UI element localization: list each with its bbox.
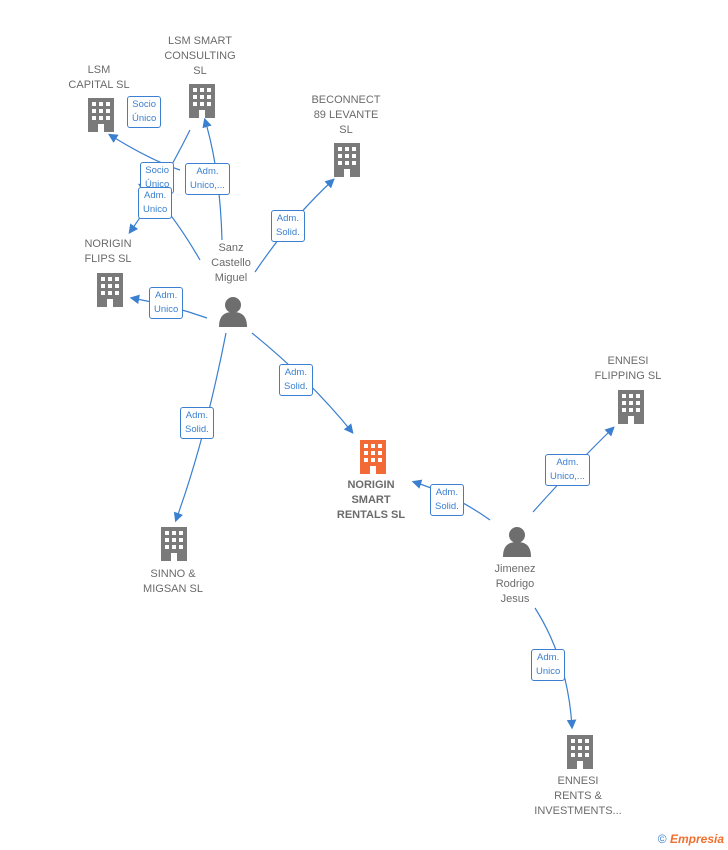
copyright-icon: ©	[657, 832, 667, 846]
node-label-lsm-smart[interactable]: LSM SMART CONSULTING SL	[164, 35, 236, 77]
building-icon[interactable]	[618, 390, 644, 424]
building-icon[interactable]	[567, 735, 593, 769]
node-label-norigin-flips[interactable]: NORIGIN FLIPS SL	[84, 238, 132, 265]
building-icon[interactable]	[97, 273, 123, 307]
node-label-jimenez[interactable]: Jimenez Rodrigo Jesus	[494, 563, 536, 605]
person-icon[interactable]	[503, 527, 531, 557]
node-label-lsm-capital[interactable]: LSM CAPITAL SL	[68, 64, 130, 91]
node-label-norigin-smart[interactable]: NORIGIN SMART RENTALS SL	[336, 479, 406, 521]
edge-label-e5[interactable]: Adm. Solid.	[271, 210, 305, 242]
node-label-ennesi-rents[interactable]: ENNESI RENTS & INVESTMENTS...	[534, 775, 622, 817]
building-icon-main[interactable]	[360, 440, 386, 474]
edge-label-e6[interactable]: Adm. Unico	[149, 287, 184, 319]
edge-label-e10[interactable]: Adm. Unico,...	[545, 454, 590, 486]
brand-logo-text: Empresia	[669, 832, 724, 846]
edge-label-e11[interactable]: Adm. Unico	[531, 649, 566, 681]
footer-brand[interactable]: © Empresia	[658, 832, 724, 846]
node-label-ennesi-flipping[interactable]: ENNESI FLIPPING SL	[594, 355, 662, 382]
edge-label-e9[interactable]: Adm. Solid.	[430, 484, 464, 516]
building-icon[interactable]	[88, 98, 114, 132]
building-icon[interactable]	[334, 143, 360, 177]
edge-label-e7[interactable]: Adm. Solid.	[180, 407, 214, 439]
building-icon[interactable]	[189, 84, 215, 118]
person-icon[interactable]	[219, 297, 247, 327]
edge-label-e3[interactable]: Adm. Unico	[138, 187, 173, 219]
node-label-beconnect[interactable]: BECONNECT 89 LEVANTE SL	[311, 94, 381, 136]
edge-line-e1	[107, 133, 181, 171]
edge-label-e1[interactable]: Socio Único	[127, 96, 162, 128]
edge-label-e4[interactable]: Adm. Unico,...	[185, 163, 230, 195]
node-label-sinno[interactable]: SINNO & MIGSAN SL	[143, 568, 203, 595]
building-icon[interactable]	[161, 527, 187, 561]
edge-label-e8[interactable]: Adm. Solid.	[279, 364, 313, 396]
node-label-sanz[interactable]: Sanz Castello Miguel	[211, 242, 251, 284]
